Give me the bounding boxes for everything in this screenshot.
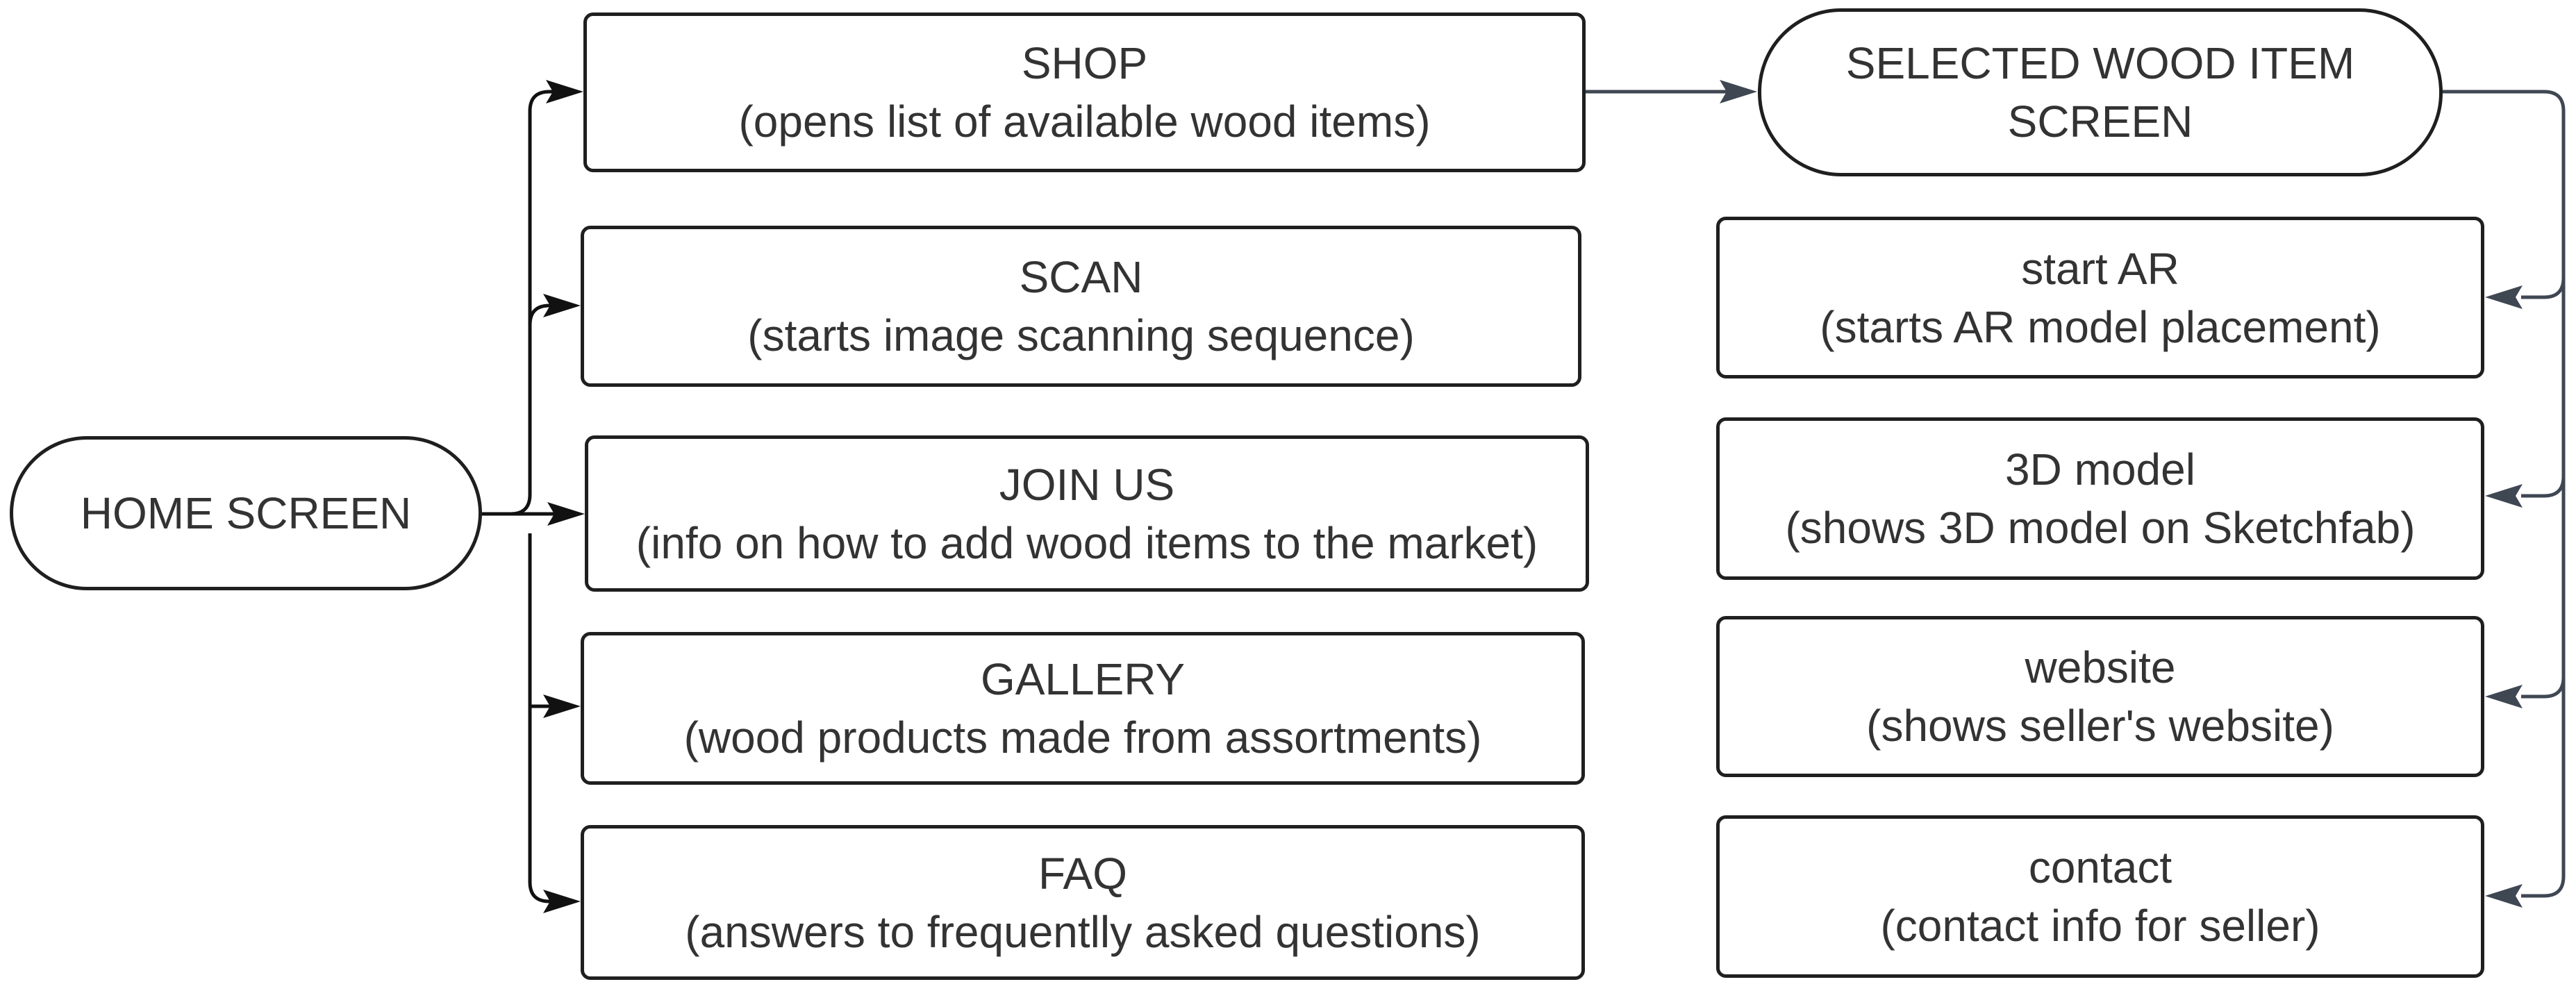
website-description: (shows seller's website) bbox=[1866, 701, 2334, 751]
selected-screen-label-line1: SELECTED WOOD ITEM bbox=[1845, 38, 2355, 88]
branch-to-scan bbox=[528, 303, 563, 326]
selected-wood-item-screen-node: SELECTED WOOD ITEM SCREEN bbox=[1758, 8, 2443, 176]
start-ar-node: start AR (starts AR model placement) bbox=[1716, 217, 2484, 378]
home-arrowheads bbox=[543, 80, 585, 913]
website-node: website (shows seller's website) bbox=[1716, 616, 2484, 777]
faq-title: FAQ bbox=[1038, 848, 1128, 899]
branch-to-website bbox=[2521, 676, 2566, 699]
3d-model-node: 3D model (shows 3D model on Sketchfab) bbox=[1716, 417, 2484, 580]
website-title: website bbox=[2025, 642, 2176, 692]
3d-model-description: (shows 3D model on Sketchfab) bbox=[1785, 503, 2416, 553]
shop-node: SHOP (opens list of available wood items… bbox=[583, 13, 1586, 172]
selected-connectors bbox=[1584, 90, 2566, 898]
contact-title: contact bbox=[2028, 842, 2172, 892]
arrowhead-gallery bbox=[543, 694, 581, 718]
arrowhead-scan bbox=[543, 294, 581, 317]
start-ar-description: (starts AR model placement) bbox=[1820, 301, 2381, 352]
arrowhead-selected bbox=[1720, 80, 1757, 103]
shop-title: SHOP bbox=[1021, 38, 1148, 88]
gallery-title: GALLERY bbox=[980, 654, 1186, 704]
selected-screen-label-line2: SCREEN bbox=[2007, 97, 2193, 147]
home-connectors bbox=[479, 90, 563, 903]
arrowhead-contact bbox=[2485, 884, 2523, 908]
join-us-title: JOIN US bbox=[999, 459, 1175, 510]
branch-to-start-ar bbox=[2521, 277, 2566, 299]
arrowhead-3d-model bbox=[2485, 484, 2523, 508]
arrowhead-start-ar bbox=[2485, 285, 2523, 309]
scan-title: SCAN bbox=[1019, 252, 1143, 302]
home-trunk bbox=[479, 90, 563, 903]
branch-to-3d-model bbox=[2521, 476, 2566, 498]
contact-node: contact (contact info for seller) bbox=[1716, 815, 2484, 978]
3d-model-title: 3D model bbox=[2005, 444, 2195, 494]
scan-description: (starts image scanning sequence) bbox=[747, 310, 1415, 360]
home-screen-label: HOME SCREEN bbox=[80, 488, 412, 538]
arrowhead-join bbox=[547, 502, 585, 526]
faq-description: (answers to frequentlly asked questions) bbox=[685, 906, 1481, 957]
contact-description: (contact info for seller) bbox=[1880, 901, 2320, 951]
faq-node: FAQ (answers to frequentlly asked questi… bbox=[581, 825, 1585, 980]
join-us-node: JOIN US (info on how to add wood items t… bbox=[585, 435, 1589, 592]
selected-arrowheads bbox=[1720, 80, 2523, 908]
arrowhead-website bbox=[2485, 685, 2523, 708]
gallery-description: (wood products made from assortments) bbox=[683, 713, 1482, 763]
join-us-description: (info on how to add wood items to the ma… bbox=[635, 517, 1538, 568]
start-ar-title: start AR bbox=[2021, 243, 2179, 294]
shop-description: (opens list of available wood items) bbox=[738, 97, 1431, 147]
home-screen-node: HOME SCREEN bbox=[10, 436, 482, 590]
gallery-node: GALLERY (wood products made from assortm… bbox=[581, 632, 1585, 785]
scan-node: SCAN (starts image scanning sequence) bbox=[581, 226, 1581, 387]
arrowhead-faq bbox=[543, 890, 581, 913]
selected-bus bbox=[2441, 90, 2566, 898]
arrowhead-shop bbox=[546, 80, 583, 103]
